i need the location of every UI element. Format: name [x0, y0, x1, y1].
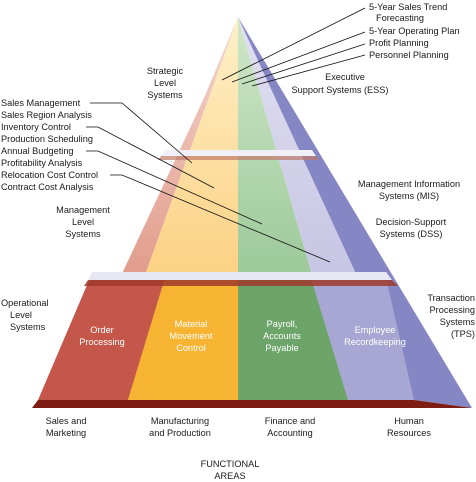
operational-band-sales — [38, 278, 165, 400]
functional-area-manufacturing: and Production — [149, 428, 211, 438]
leader-inventory-control — [86, 126, 215, 189]
functional-area-manufacturing: Manufacturing — [151, 416, 209, 426]
functional-area-finance: Finance and — [265, 416, 316, 426]
strategic-system-personnel-planning: Personnel Planning — [369, 50, 449, 60]
strategic-level-label: Level — [154, 78, 176, 88]
operational-level-label: Level — [10, 310, 32, 320]
management-level-label: Management — [56, 205, 110, 215]
functional-areas-caption: AREAS — [214, 471, 245, 481]
strategic-system-sales-trend: 5-Year Sales Trend — [369, 2, 447, 12]
operational-system-employee-recordkeeping: Recordkeeping — [344, 337, 406, 347]
dss-label: Systems (DSS) — [380, 229, 443, 239]
tps-label: Transaction — [427, 293, 475, 303]
management-ledge-shadow — [158, 156, 319, 160]
operational-system-order-processing: Processing — [79, 337, 124, 347]
strategic-system-forecasting: Forecasting — [376, 13, 424, 23]
management-level-label: Systems — [65, 229, 101, 239]
mis-label: Systems (MIS) — [379, 191, 439, 201]
leader-sales-trend — [221, 7, 366, 81]
operational-system-material-movement: Control — [176, 343, 206, 353]
operational-system-order-processing: Order — [90, 325, 114, 335]
strategic-system-operating-plan: 5-Year Operating Plan — [369, 26, 460, 36]
strategic-level-label: Strategic — [147, 66, 184, 76]
functional-areas-caption: FUNCTIONAL — [201, 459, 260, 469]
operational-system-material-movement: Material — [175, 319, 208, 329]
management-system-item: Sales Management — [1, 98, 81, 108]
leader-relocation-cost — [110, 174, 331, 263]
leader-operating-plan — [231, 31, 366, 83]
operational-band-finance — [238, 278, 348, 400]
functional-areas: Sales and Marketing Manufacturing and Pr… — [46, 416, 432, 481]
operational-systems: Order Processing Material Movement Contr… — [79, 319, 406, 353]
tps-label: Processing — [430, 305, 475, 315]
operational-level-label: Systems — [10, 322, 46, 332]
level-labels: Strategic Level Systems Management Level… — [1, 66, 184, 332]
management-system-item: Annual Budgeting — [1, 146, 74, 156]
tps-label: Systems — [440, 317, 476, 327]
operational-ledge-shadow — [84, 280, 398, 286]
leader-sales-management — [90, 102, 193, 164]
operational-level-label: Operational — [1, 298, 49, 308]
functional-area-hr: Human — [394, 416, 424, 426]
management-systems-list: Sales Management Sales Region Analysis I… — [1, 98, 98, 192]
operational-system-payroll: Payable — [265, 343, 298, 353]
operational-system-employee-recordkeeping: Employee — [355, 325, 396, 335]
pyramid — [32, 17, 472, 408]
operational-band-manufacturing — [128, 278, 238, 400]
pyramid-base-band — [32, 400, 472, 408]
functional-area-finance: Accounting — [267, 428, 312, 438]
mis-label: Management Information — [358, 179, 460, 189]
management-system-item: Contract Cost Analysis — [1, 182, 94, 192]
leader-profit-planning — [241, 43, 366, 85]
operational-system-payroll: Accounts — [263, 331, 301, 341]
management-ledge — [161, 150, 316, 156]
functional-area-sales: Marketing — [46, 428, 86, 438]
functional-area-hr: Resources — [387, 428, 431, 438]
pyramid-right-side — [238, 17, 472, 408]
tps-label: (TPS) — [451, 329, 475, 339]
operational-ledge — [88, 272, 392, 280]
operational-band-hr — [311, 278, 414, 400]
management-level-label: Level — [72, 217, 94, 227]
ess-label: Support Systems (ESS) — [291, 85, 388, 95]
functional-area-sales: Sales and — [46, 416, 87, 426]
leader-annual-budgeting — [86, 150, 263, 225]
leader-personnel-planning — [251, 54, 366, 87]
operational-system-material-movement: Movement — [170, 331, 213, 341]
leader-lines — [86, 7, 366, 263]
operational-system-payroll: Payroll, — [267, 319, 298, 329]
strategic-system-profit-planning: Profit Planning — [369, 38, 429, 48]
management-system-item: Relocation Cost Control — [1, 170, 98, 180]
system-type-labels: Executive Support Systems (ESS) Manageme… — [291, 72, 475, 339]
strategic-systems-list: 5-Year Sales Trend Forecasting 5-Year Op… — [369, 2, 460, 60]
management-system-item: Profitability Analysis — [1, 158, 83, 168]
strategic-level-label: Systems — [147, 90, 183, 100]
dss-label: Decision-Support — [376, 217, 447, 227]
management-system-item: Sales Region Analysis — [1, 110, 92, 120]
management-system-item: Inventory Control — [1, 122, 71, 132]
ess-label: Executive — [325, 72, 365, 82]
management-system-item: Production Scheduling — [1, 134, 93, 144]
